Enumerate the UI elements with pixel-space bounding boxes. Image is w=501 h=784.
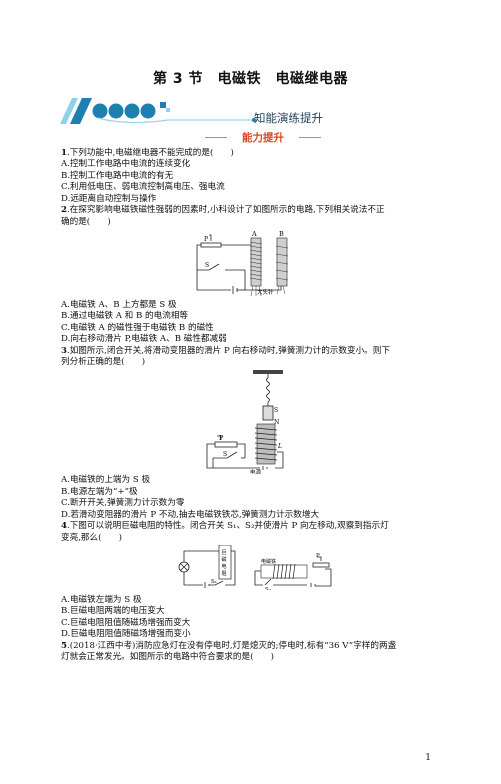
q1-option-a: A.控制工作电路中电流的连续变化 (61, 159, 191, 169)
label-s2: S₂ (265, 587, 271, 590)
question-4-stem: 4.下图可以说明巨磁电阻的特性。闭合开关 S₁、S₂并使滑片 P 向左移动,观察… (61, 521, 389, 531)
label-s1: S₁ (211, 579, 217, 585)
question-number: 1 (61, 148, 67, 158)
question-1-stem: 1.下列功能中,电磁继电器不能完成的是( ) (61, 148, 234, 158)
q2-option-c: C.电磁铁 A 的磁性强于电磁铁 B 的磁性 (61, 323, 214, 333)
banner-label: 知能演练提升 (254, 111, 323, 125)
divider-left (205, 137, 227, 138)
label-s-pole: S (274, 407, 278, 414)
q1-option-b: B.控制工作电路中电流的有无 (61, 171, 174, 181)
section-label: 能力提升 (242, 132, 284, 144)
question-5-stem-cont: 灯就会正常发光。如图所示的电路中符合要求的是( ) (61, 652, 274, 662)
q3-option-c: C.断开开关,弹簧测力计示数为零 (61, 498, 185, 508)
page-number: 1 (425, 753, 431, 763)
q1-option-d: D.远距离自动控制与操作 (61, 194, 157, 204)
question-4-stem-cont: 变亮,那么( ) (61, 533, 122, 543)
question-number: 3 (61, 346, 67, 356)
label-p: P (204, 236, 208, 243)
q4-option-d: D.巨磁电阻阻值随磁场增强而变小 (61, 629, 191, 639)
label-n-pole: N (274, 419, 279, 426)
question-number: 2 (61, 205, 67, 215)
label-p: P (316, 553, 320, 559)
q3-option-d: D.若滑动变阻器的滑片 P 不动,抽去电磁铁铁芯,弹簧测力计示数增大 (61, 510, 320, 520)
label-switch: S (223, 451, 227, 458)
label-a: A (251, 230, 257, 238)
label-b: B (279, 230, 284, 238)
q4-option-a: A.电磁铁左端为 S 极 (61, 595, 142, 605)
label-p: P (219, 435, 223, 442)
question-3-stem-cont: 列分析正确的是( ) (61, 357, 146, 367)
q4-option-c: C.巨磁电阻阻值随磁场增强而变大 (61, 618, 191, 628)
label-electromagnet: 电磁铁 (261, 558, 276, 565)
q2-option-b: B.通过电磁铁 A 和 B 的电流相等 (61, 311, 189, 321)
label-source: 电源 (250, 468, 262, 474)
page-title: 第 3 节 电磁铁 电磁继电器 (153, 71, 348, 87)
section-banner (60, 98, 256, 124)
question-2-stem: 2.在探究影响电磁铁磁性强弱的因素时,小科设计了如图所示的电路,下列相关说法不正 (61, 205, 385, 215)
section-header: 能力提升 (205, 130, 321, 144)
label-s: S (205, 262, 209, 269)
question-number: 5 (61, 641, 67, 651)
q3-option-b: B.电源左端为“+”极 (61, 487, 138, 497)
q2-option-a: A.电磁铁 A、B 上方都是 S 极 (61, 300, 177, 310)
q3-circuit-figure: S N P L S 电源 (206, 370, 284, 474)
label-pins: 大头针 (257, 288, 274, 296)
question-3-stem: 3.如图所示,闭合开关,将滑动变阻器的滑片 P 向右移动时,弹簧测力计的示数变小… (61, 346, 390, 356)
q3-option-a: A.电磁铁的上端为 S 极 (61, 475, 151, 485)
q4-option-b: B.巨磁电阻两端的电压变大 (61, 606, 165, 616)
q4-circuit-figure: 巨磁电阻 S₁ 电磁铁 S₂ P (178, 545, 332, 590)
label-gmr: 巨磁电阻 (222, 550, 227, 577)
label-l: L (277, 443, 282, 450)
q2-option-d: D.向右移动滑片 P,电磁铁 A、B 磁性都减弱 (61, 334, 227, 344)
divider-right (299, 137, 321, 138)
question-5-stem: 5.(2018·江西中考)消防应急灯在没有停电时,灯是熄灭的;停电时,标有“36… (61, 641, 397, 651)
question-2-stem-cont: 确的是( ) (61, 217, 111, 227)
q1-option-c: C.利用低电压、弱电流控制高电压、强电流 (61, 182, 225, 192)
q2-circuit-figure: A B P S 大头针 (196, 230, 289, 297)
question-number: 4 (61, 521, 67, 531)
